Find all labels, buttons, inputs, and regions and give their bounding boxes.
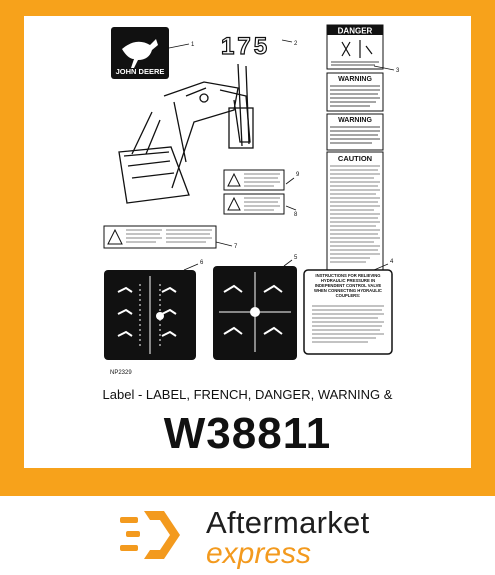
callout-7: 7 — [234, 244, 238, 250]
label-diagram: JOHN DEERE 175 DANG — [103, 24, 400, 376]
model-number-decal: 175 — [220, 32, 270, 60]
callout-6: 6 — [200, 260, 204, 266]
warning-header-1: WARNING — [338, 76, 372, 83]
hazard-pictogram-icon — [341, 40, 373, 58]
leader-lines — [168, 39, 395, 271]
speed-bracket-icon — [120, 511, 180, 559]
callout-8: 8 — [294, 212, 298, 218]
wide-warning-label — [103, 225, 217, 249]
callout-9: 9 — [296, 172, 300, 178]
brand-name-line1: Aftermarket — [206, 505, 370, 540]
callout-1: 1 — [191, 42, 195, 48]
drawing-id: NP2329 — [110, 370, 132, 376]
caution-label: CAUTION — [326, 151, 384, 271]
danger-label: DANGER — [326, 24, 384, 70]
logo-text: JOHN DEERE — [116, 67, 165, 76]
callout-5: 5 — [294, 255, 298, 261]
part-number: W38811 — [163, 409, 332, 458]
loader-drawing — [118, 63, 254, 204]
instructions-decal-4: INSTRUCTIONS FOR RELIEVING HYDRAULIC PRE… — [303, 269, 393, 355]
brand-logo: Aftermarket express — [118, 503, 418, 573]
warning-label-1: WARNING — [326, 72, 384, 112]
control-decal-5 — [213, 266, 297, 360]
control-decal-6 — [104, 270, 196, 360]
small-warning-label-b — [223, 193, 285, 215]
product-image-card: JOHN DEERE 175 DANG — [24, 16, 471, 468]
small-warning-label-a — [223, 169, 285, 191]
leaping-deer-icon — [122, 39, 158, 68]
callout-3: 3 — [396, 68, 400, 74]
model-number: 175 — [221, 33, 270, 60]
john-deere-logo-label: JOHN DEERE — [111, 27, 169, 79]
brand-name-line2: express — [206, 537, 312, 570]
product-caption: Label - LABEL, FRENCH, DANGER, WARNING & — [102, 387, 393, 402]
warning-label-2: WARNING — [326, 113, 384, 151]
caution-header: CAUTION — [338, 154, 372, 163]
callout-numbers: 1 2 3 4 5 6 7 8 9 — [191, 41, 400, 266]
product-frame: JOHN DEERE 175 DANG — [0, 0, 495, 496]
callout-4: 4 — [390, 259, 394, 265]
callout-2: 2 — [294, 41, 298, 47]
warning-header-2: WARNING — [338, 117, 372, 124]
instructions-title: INSTRUCTIONS FOR RELIEVING HYDRAULIC PRE… — [314, 273, 382, 298]
danger-header: DANGER — [338, 27, 373, 36]
